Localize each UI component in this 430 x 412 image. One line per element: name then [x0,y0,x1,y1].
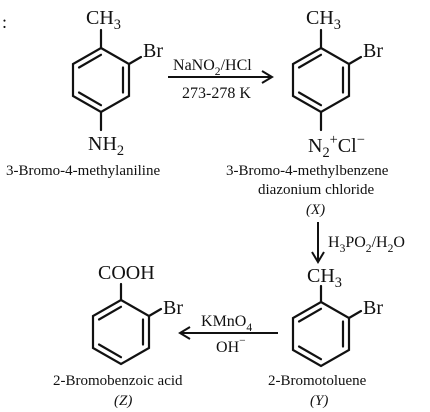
arrow-step1 [168,70,274,84]
bromobenzoic-bromo-group: Br [163,297,183,319]
benzene-ring-aniline [71,28,143,132]
aniline-name: 3-Bromo-4-methylaniline [6,163,160,179]
aniline-methyl-group: CH3 [86,7,121,33]
reagent-step1-bottom: 273-278 K [182,85,251,102]
diazonium-name-line2: diazonium chloride [258,182,375,198]
reagent-step3-top: KMnO4 [201,313,252,334]
bromotoluene-name: 2-Bromotoluene [268,373,367,389]
aniline-methyl-text: CH3 [86,7,121,33]
benzene-ring-bromotoluene [291,284,363,368]
reagent-step1-top: NaNO2/HCl [173,57,252,78]
diazonium-n2cl-group: N2+Cl− [308,132,365,161]
arrow-step2 [311,222,325,264]
diazonium-bromo-group: Br [363,40,383,62]
corner-mark: : [2,12,7,32]
benzene-ring-diazonium [291,28,363,132]
reagent-step2: H3PO2/H2O [328,234,405,255]
reagent-step3-bottom: OH− [216,335,246,356]
diazonium-tag: (X) [306,202,325,218]
diazonium-methyl-group: CH3 [306,7,341,33]
aniline-bromo-group: Br [143,40,163,62]
bromobenzoic-carboxyl-group: COOH [98,262,155,284]
arrow-step3 [178,326,278,340]
benzene-ring-bromobenzoic [91,282,163,366]
bromobenzoic-tag: (Z) [114,393,132,409]
aniline-amino-group: NH2 [88,133,124,159]
bromobenzoic-name: 2-Bromobenzoic acid [53,373,183,389]
diazonium-name-line1: 3-Bromo-4-methylbenzene [226,163,389,179]
bromotoluene-bromo-group: Br [363,297,383,319]
bromotoluene-methyl-group: CH3 [307,265,342,291]
bromotoluene-tag: (Y) [310,393,328,409]
